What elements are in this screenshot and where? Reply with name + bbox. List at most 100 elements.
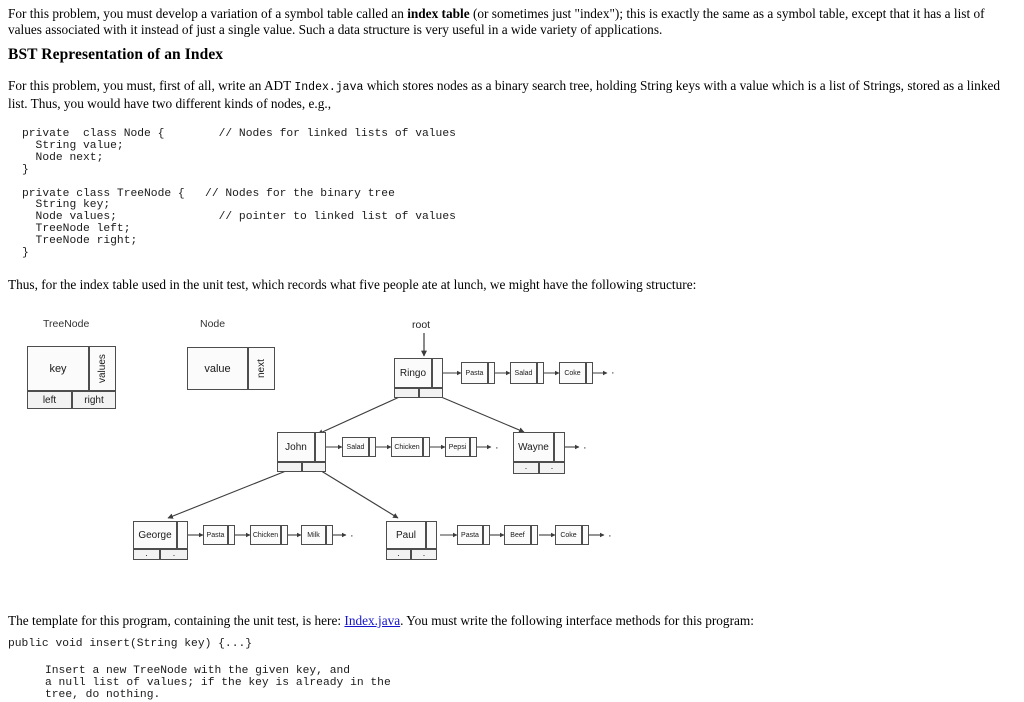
legend-node-next-label: next [256,359,267,378]
listnode-john-null-marker: · [495,442,499,454]
legend-node-caption: Node [200,318,226,330]
node-class-code-block: private class Node { // Nodes for linked… [22,128,456,260]
treenode-paul-left-cell [386,549,411,560]
treenode-ringo-left-cell [394,388,419,398]
treenode-wayne-key-label: Wayne [518,441,549,453]
listnode-george-1-value-cell [250,525,281,545]
edge-ringo-right-wayne [433,393,525,433]
adt-text-after: which stores nodes as a binary search tr… [8,78,1001,111]
treenode-wayne-right-cell [539,462,565,474]
index-bst-diagram: TreeNode key values left right Node valu… [0,300,1024,590]
listnode-paul-null-marker: · [608,530,612,542]
listnode-ringo-1-value-cell [510,362,537,384]
treenode-john-values-cell [315,432,326,462]
legend-treenode-values-cell [89,346,116,391]
treenode-john-key-label: John [285,441,307,453]
treenode-george-left-cell [133,549,160,560]
treenode-paul-right-null-marker: · [422,549,426,560]
root-label: root [412,319,431,331]
listnode-ringo-1-next-cell [537,362,544,384]
treenode-john-left-cell [277,462,302,472]
listnode-ringo-null-marker: · [611,367,615,379]
listnode-ringo-0-value-cell [461,362,488,384]
listnode-george-1-next-cell [281,525,288,545]
treenode-paul-key-label: Paul [395,529,416,541]
adt-paragraph: For this problem, you must, first of all… [8,78,1016,111]
listnode-paul-0-value-cell [457,525,483,545]
treenode-paul-values-cell [426,521,437,549]
treenode-ringo-right-cell [419,388,443,398]
edge-john-left-george [167,468,292,519]
insert-description-code: Insert a new TreeNode with the given key… [45,665,391,701]
index-java-link[interactable]: Index.java [344,613,401,628]
template-text-after: . You must write the following interface… [400,613,754,628]
listnode-ringo-2-label: Coke [564,369,581,377]
listnode-paul-1-value-cell [504,525,531,545]
insert-signature-code: public void insert(String key) {...} [8,638,253,650]
legend-treenode-right-label: right [84,394,104,406]
listnode-ringo-0-next-cell [488,362,495,384]
listnode-ringo-0-label: Pasta [465,369,484,377]
listnode-paul-1-next-cell [531,525,538,545]
listnode-paul-0-label: Pasta [461,531,479,539]
listnode-ringo-2-value-cell [559,362,586,384]
intro-text-before: For this problem, you must develop a var… [8,6,408,21]
listnode-john-0-value-cell [342,437,369,457]
intro-bold-term: index table [407,6,470,21]
listnode-john-2-value-cell [445,437,470,457]
listnode-george-2-value-cell [301,525,326,545]
listnode-george-0-label: Pasta [206,531,225,539]
treenode-wayne-left-null-marker: · [524,463,528,473]
treenode-john-right-cell [302,462,326,472]
treenode-wayne-values-cell [554,432,565,462]
treenode-george-key-label: George [138,529,172,541]
listnode-george-0-value-cell [203,525,228,545]
listnode-paul-2-value-cell [555,525,582,545]
listnode-george-2-next-cell [326,525,333,545]
treenode-paul-left-null-marker: · [397,549,400,560]
adt-code-ref: Index.java [294,81,364,94]
legend-node-value-label: value [204,362,231,375]
edge-john-right-paul [317,468,399,519]
listnode-paul-2-label: Coke [560,531,577,539]
listnode-john-0-next-cell [369,437,376,457]
legend-node-value-cell [187,347,248,390]
treenode-wayne-right-null-marker: · [550,463,554,473]
legend-treenode-key-cell [27,346,89,391]
listnode-ringo-1-label: Salad [514,369,533,377]
template-text-before: The template for this program, containin… [8,613,345,628]
listnode-john-0-label: Salad [346,443,365,451]
listnode-george-null-marker: · [350,530,354,542]
treenode-paul-key-cell [386,521,426,549]
section-heading: BST Representation of an Index [8,46,224,63]
listnode-john-1-next-cell [423,437,430,457]
treenode-john-key-cell [277,432,315,462]
legend-treenode-values-label: values [97,354,108,383]
listnode-paul-2-next-cell [582,525,589,545]
listnode-paul-0-next-cell [483,525,490,545]
treenode-george-key-cell [133,521,177,549]
template-paragraph: The template for this program, containin… [8,613,908,629]
legend-treenode-left-cell [27,391,72,409]
legend-treenode-key-label: key [49,362,67,375]
legend-node-next-cell [248,347,275,390]
treenode-wayne-left-cell [513,462,539,474]
listnode-wayne-null-marker: · [583,442,587,454]
listnode-john-2-next-cell [470,437,477,457]
listnode-ringo-2-next-cell [586,362,593,384]
treenode-ringo-key-label: Ringo [399,367,427,379]
listnode-john-1-value-cell [391,437,423,457]
listnode-paul-1-label: Beef [510,531,525,539]
treenode-ringo-values-cell [432,358,443,388]
listnode-john-2-label: Pepsi [448,443,467,451]
listnode-george-2-label: Milk [307,531,320,539]
treenode-george-left-null-marker: · [145,549,148,560]
treenode-wayne-key-cell [513,432,554,462]
treenode-george-right-null-marker: · [172,549,176,560]
intro-text-after: (or sometimes just "index"); this is exa… [8,6,985,37]
structure-intro-paragraph: Thus, for the index table used in the un… [8,277,697,292]
adt-text-before: For this problem, you must, first of all… [8,78,295,93]
listnode-john-1-label: Chicken [394,443,420,451]
listnode-george-1-label: Chicken [252,531,279,539]
treenode-george-values-cell [177,521,188,549]
